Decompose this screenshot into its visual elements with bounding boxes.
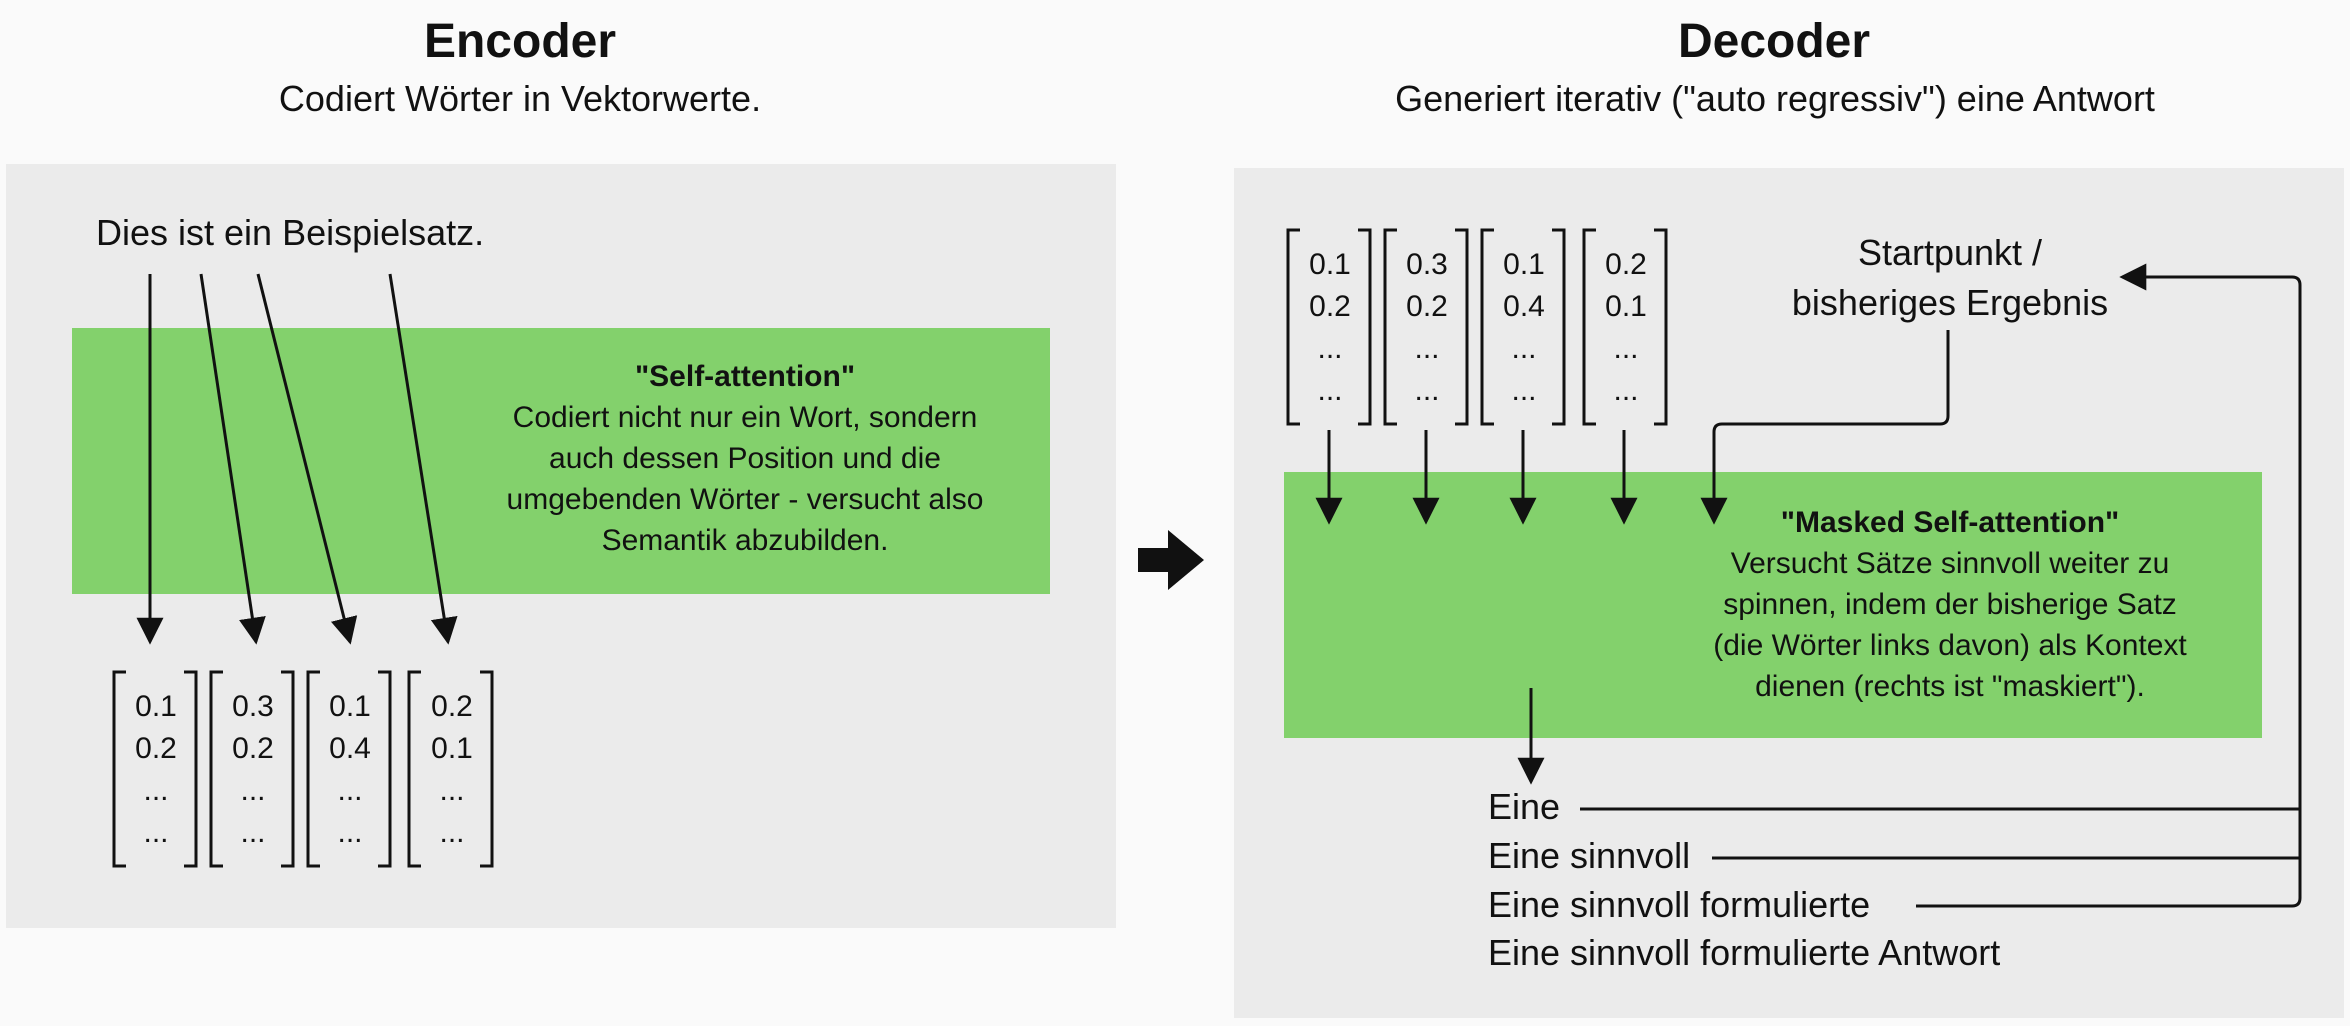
self-attention-line: Codiert nicht nur ein Wort, sondern	[512, 401, 978, 434]
vector-value: ...	[439, 816, 465, 849]
bracket-right	[480, 670, 494, 868]
context-arrow	[1700, 330, 1950, 525]
decoder-subtitle: Generiert iterativ ("auto regressiv") ei…	[1395, 78, 2155, 119]
output-line: Eine sinnvoll	[1488, 835, 1691, 876]
vector-value: 0.1	[1503, 248, 1545, 281]
vector-value: ...	[439, 774, 465, 807]
vector-value: 0.2	[232, 732, 274, 765]
bracket-left	[1480, 228, 1494, 426]
masked-self-attention-line: (die Wörter links davon) als Kontext	[1713, 629, 2187, 662]
word-arrow	[256, 273, 358, 645]
vector-value: ...	[1613, 374, 1639, 407]
vector-value: 0.2	[431, 690, 473, 723]
vector-value: 0.1	[1309, 248, 1351, 281]
start-point-line: bisheriges Ergebnis	[1791, 282, 2109, 323]
vector-value: ...	[1414, 332, 1440, 365]
word-arrow	[388, 273, 458, 645]
vector-value: 0.1	[329, 690, 371, 723]
vector-value: ...	[143, 816, 169, 849]
vector-value: 0.1	[135, 690, 177, 723]
encoder-subtitle: Codiert Wörter in Vektorwerte.	[278, 78, 762, 119]
right-arrow-icon	[1138, 530, 1204, 590]
output-line: Eine sinnvoll formulierte Antwort	[1488, 932, 2001, 973]
word-arrow	[199, 273, 266, 645]
vector-value: 0.3	[232, 690, 274, 723]
masked-self-attention-title: "Masked Self-attention"	[1780, 506, 2120, 539]
bracket-left	[306, 670, 320, 868]
masked-self-attention-block	[1284, 472, 2262, 738]
bracket-left	[1383, 228, 1397, 426]
bracket-right	[184, 670, 198, 868]
bracket-right	[378, 670, 392, 868]
bracket-left	[209, 670, 223, 868]
decoder-vector: 0.2 0.1 ... ...	[1586, 244, 1666, 412]
self-attention-block	[72, 328, 1050, 594]
self-attention-description: "Self-attention" Codiert nicht nur ein W…	[470, 356, 1020, 561]
masked-self-attention-line: Versucht Sätze sinnvoll weiter zu	[1730, 547, 2170, 580]
decoder-vector: 0.3 0.2 ... ...	[1387, 244, 1467, 412]
bracket-right	[1455, 228, 1469, 426]
start-point-label: Startpunkt / bisheriges Ergebnis	[1740, 228, 2160, 328]
encoder-vector: 0.1 0.4 ... ...	[310, 686, 390, 854]
vector-value: ...	[1317, 374, 1343, 407]
bracket-right	[1358, 228, 1372, 426]
masked-self-attention-line: dienen (rechts ist "maskiert").	[1755, 670, 2145, 703]
vector-value: ...	[1613, 332, 1639, 365]
vector-value: 0.2	[135, 732, 177, 765]
example-sentence: Dies ist ein Beispielsatz.	[96, 212, 485, 253]
decoder-vector: 0.1 0.2 ... ...	[1290, 244, 1370, 412]
vector-value: 0.3	[1406, 248, 1448, 281]
start-point-line: Startpunkt /	[1857, 232, 2043, 273]
vector-value: ...	[1317, 332, 1343, 365]
bracket-right	[1552, 228, 1566, 426]
bracket-right	[1654, 228, 1668, 426]
encoder-bracket-group	[112, 670, 494, 868]
encoder-vector: 0.1 0.2 ... ...	[116, 686, 196, 854]
masked-self-attention-description: "Masked Self-attention" Versucht Sätze s…	[1670, 502, 2230, 707]
encoder-vector: 0.2 0.1 ... ...	[412, 686, 492, 854]
vector-value: 0.1	[431, 732, 473, 765]
encoder-vector: 0.3 0.2 ... ...	[213, 686, 293, 854]
encoder-title: Encoder	[423, 15, 617, 68]
vector-value: ...	[143, 774, 169, 807]
vector-value: ...	[240, 774, 266, 807]
vector-value: 0.4	[329, 732, 371, 765]
vector-value: 0.2	[1406, 290, 1448, 323]
vector-value: ...	[240, 816, 266, 849]
vector-value: 0.2	[1605, 248, 1647, 281]
vector-value: 0.2	[1309, 290, 1351, 323]
vector-value: ...	[1511, 374, 1537, 407]
feedback-loop-arrow	[1916, 263, 2302, 908]
bracket-left	[407, 670, 421, 868]
output-line: Eine sinnvoll formulierte	[1488, 884, 1871, 925]
vector-value: ...	[1414, 374, 1440, 407]
self-attention-line: umgebenden Wörter - versucht also	[506, 483, 984, 516]
masked-self-attention-line: spinnen, indem der bisherige Satz	[1723, 588, 2177, 621]
vector-value: ...	[1511, 332, 1537, 365]
vector-value: 0.1	[1605, 290, 1647, 323]
self-attention-line: Semantik abzubilden.	[601, 524, 889, 557]
vector-value: ...	[337, 774, 363, 807]
bracket-right	[281, 670, 295, 868]
bracket-left	[1582, 228, 1596, 426]
output-line: Eine	[1488, 786, 1561, 827]
self-attention-line: auch dessen Position und die	[549, 442, 941, 475]
vector-value: 0.4	[1503, 290, 1545, 323]
self-attention-title: "Self-attention"	[634, 360, 856, 393]
decoder-vector: 0.1 0.4 ... ...	[1484, 244, 1564, 412]
decoder-title: Decoder	[1677, 15, 1871, 68]
decoder-bracket-group	[1286, 228, 1668, 426]
vector-value: ...	[337, 816, 363, 849]
bracket-left	[1286, 228, 1300, 426]
bracket-left	[112, 670, 126, 868]
